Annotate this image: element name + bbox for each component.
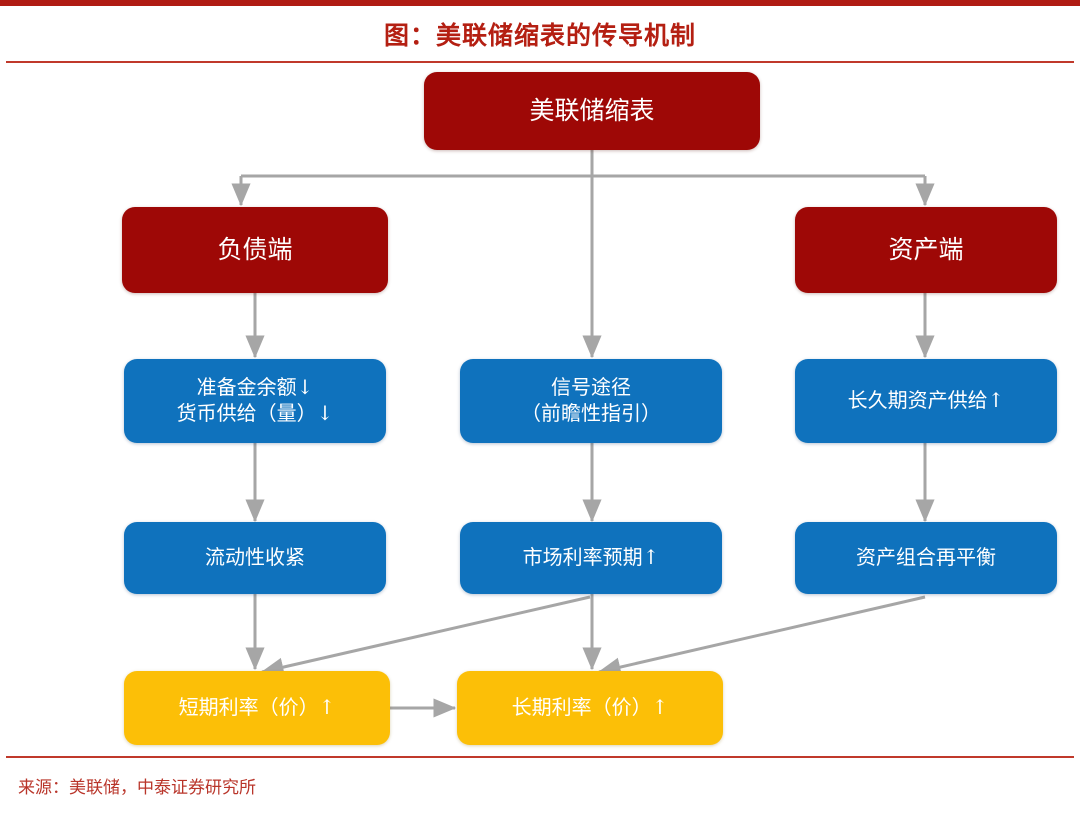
source-note: 来源：美联储，中泰证券研究所 xyxy=(18,778,256,798)
node-label: 长久期资产供给↑ xyxy=(847,388,1005,413)
node-label: 长期利率（价）↑ xyxy=(511,695,669,720)
node-label: 信号途径 （前瞻性指引） xyxy=(521,375,661,425)
footer-rule xyxy=(6,756,1074,758)
node-label: 短期利率（价）↑ xyxy=(178,695,336,720)
node-label: 市场利率预期↑ xyxy=(522,545,660,570)
node-label: 准备金余额↓ 货币供给（量）↓ xyxy=(176,375,334,425)
node-label: 美联储缩表 xyxy=(529,96,655,125)
node-reserve-balance-money-supply[interactable]: 准备金余额↓ 货币供给（量）↓ xyxy=(124,359,386,443)
node-liquidity-tightening[interactable]: 流动性收紧 xyxy=(124,522,386,594)
top-rule xyxy=(0,0,1080,6)
title-underline-rule xyxy=(6,61,1074,63)
node-asset-side[interactable]: 资产端 xyxy=(795,207,1057,293)
edge-rebalance-to-longrate xyxy=(597,595,926,677)
node-signal-channel[interactable]: 信号途径 （前瞻性指引） xyxy=(460,359,722,443)
node-liability-side[interactable]: 负债端 xyxy=(122,207,388,293)
edge-marketrate-to-shortrate xyxy=(260,595,591,677)
page-title: 图：美联储缩表的传导机制 xyxy=(383,21,696,50)
node-label: 资产组合再平衡 xyxy=(856,545,996,570)
node-long-duration-asset-supply[interactable]: 长久期资产供给↑ xyxy=(795,359,1057,443)
node-fed-balance-sheet-reduction[interactable]: 美联储缩表 xyxy=(424,72,760,150)
node-market-rate-expectation[interactable]: 市场利率预期↑ xyxy=(460,522,722,594)
node-label: 流动性收紧 xyxy=(205,545,305,570)
node-long-term-rate[interactable]: 长期利率（价）↑ xyxy=(457,671,723,745)
node-label: 负债端 xyxy=(217,235,293,264)
node-portfolio-rebalancing[interactable]: 资产组合再平衡 xyxy=(795,522,1057,594)
node-label: 资产端 xyxy=(888,235,964,264)
node-short-term-rate[interactable]: 短期利率（价）↑ xyxy=(124,671,390,745)
